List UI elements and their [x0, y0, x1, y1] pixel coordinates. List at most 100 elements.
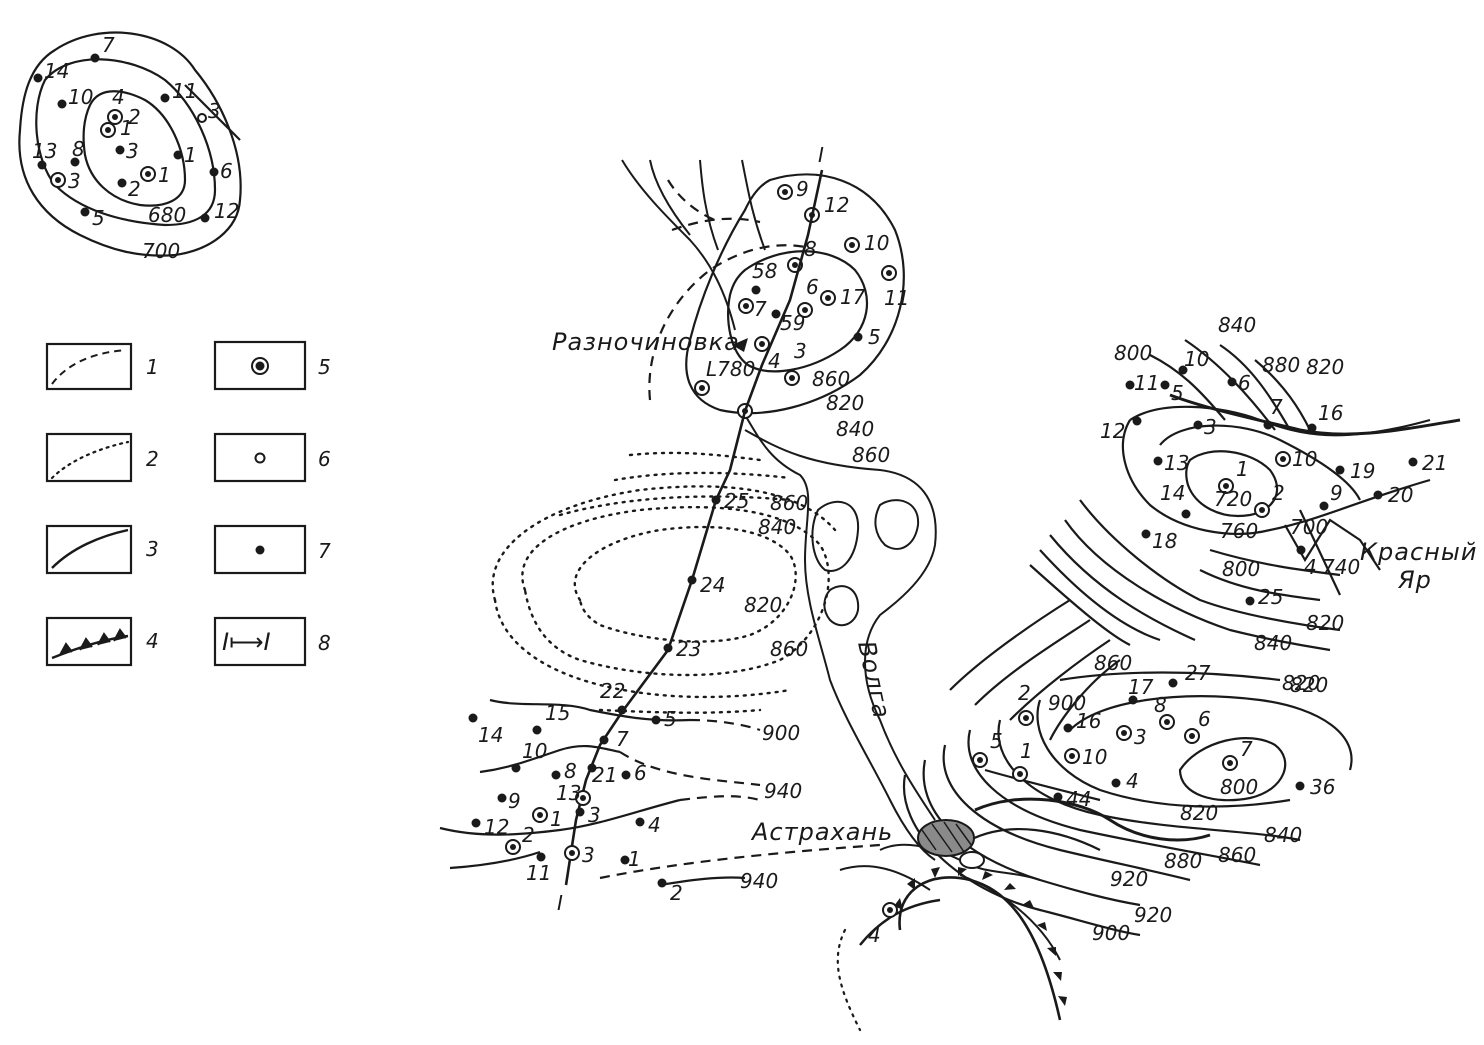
well-label: 12: [824, 193, 849, 217]
contour-line: [922, 759, 1141, 907]
contour-label: 700: [1290, 515, 1328, 539]
well-marker: [738, 298, 754, 314]
well-marker: [115, 145, 125, 155]
well-marker: [882, 902, 898, 918]
well-marker: [209, 167, 219, 177]
well-marker: [50, 172, 66, 188]
contour-label: 820: [1290, 673, 1328, 697]
well-marker: [620, 855, 630, 865]
well-label: 3: [588, 803, 601, 827]
well-label: 10: [1292, 447, 1317, 471]
contour-label: 860: [770, 637, 808, 661]
well-marker: [844, 237, 860, 253]
well-marker: [754, 336, 770, 352]
raznochinovka-settlement-icon: [732, 338, 748, 352]
well-marker: [687, 575, 697, 585]
legend-number: 5: [318, 355, 331, 379]
well-label: 3: [68, 169, 81, 193]
contour-line: [598, 708, 762, 714]
well-marker: [1296, 545, 1306, 555]
contour-line: [1049, 659, 1121, 741]
well-label: 13: [1164, 451, 1189, 475]
place-name-yar: Яр: [1397, 566, 1432, 594]
ringed-well-icon: [251, 357, 269, 375]
well-marker: [100, 122, 116, 138]
well-marker: [1222, 755, 1238, 771]
contour-line: [599, 843, 881, 880]
well-marker: [1319, 501, 1329, 511]
contour-line: [671, 217, 761, 232]
well-label: 9: [796, 177, 809, 201]
contour-label: 880: [1164, 849, 1202, 873]
open-circle-well-icon: [254, 452, 266, 464]
river-channel: [699, 159, 719, 251]
well-label: 5: [1171, 381, 1184, 405]
well-label: 5: [868, 325, 881, 349]
well-label: 7: [616, 727, 629, 751]
well-label: 2: [522, 823, 535, 847]
well-label: 21: [592, 763, 617, 787]
contour-line: [1079, 499, 1341, 632]
river-channel: [649, 159, 691, 236]
contour-line: [1178, 737, 1287, 802]
well-label: 19: [1350, 459, 1375, 483]
well-label: 1: [120, 116, 133, 140]
contour-label: 840: [1218, 313, 1256, 337]
well-marker: [1018, 710, 1034, 726]
well-label: 2: [1018, 681, 1031, 705]
dot-well-icon: [255, 545, 265, 555]
well-label: 36: [1310, 775, 1335, 799]
river-channel: [621, 159, 736, 331]
inset-fault-line: [184, 84, 241, 141]
north-structure: 9 12 8 10 11 58 6 17 7 59 4 3 5 L780 860…: [552, 173, 909, 467]
section-end-label: I: [557, 891, 563, 915]
well-marker: [621, 770, 631, 780]
well-label: 3: [126, 139, 139, 163]
well-label: 9: [508, 789, 521, 813]
contour-label: 820: [1306, 355, 1344, 379]
contour-line: [1039, 549, 1161, 642]
contour-label: 820: [1306, 611, 1344, 635]
volga-east-bank: [744, 429, 937, 821]
well-label: 44: [1066, 787, 1091, 811]
well-label: 1: [184, 143, 197, 167]
contour-label: 840: [758, 515, 796, 539]
well-label: 13: [556, 781, 581, 805]
well-label: 17: [840, 285, 866, 309]
well-marker: [1125, 380, 1135, 390]
contour-line: [974, 619, 1091, 706]
inset-contour-outer: [18, 31, 242, 257]
contour-line: [949, 599, 1071, 691]
solid-line-icon: [51, 528, 129, 569]
well-label: 4: [112, 85, 125, 109]
well-marker: [471, 818, 481, 828]
well-label: 16: [1318, 401, 1343, 425]
well-marker: [1168, 678, 1178, 688]
well-label: 7: [102, 33, 115, 57]
escarpment-line: [836, 867, 1067, 1032]
well-marker: [1245, 596, 1255, 606]
well-marker: [532, 725, 542, 735]
well-label: 14: [478, 723, 503, 747]
well-label: 18: [1152, 529, 1177, 553]
well-marker: [1263, 420, 1273, 430]
contour-line: [984, 768, 1101, 802]
inset-contour-inner: [82, 90, 187, 207]
well-marker: [1307, 423, 1317, 433]
contour-label: 900: [1092, 921, 1130, 945]
river-island: [874, 499, 920, 550]
well-label: 22: [600, 679, 625, 703]
well-marker: [599, 735, 609, 745]
well-marker: [1373, 490, 1383, 500]
well-marker: [1193, 420, 1203, 430]
well-label: 1: [1236, 457, 1249, 481]
contour-label: 940: [740, 869, 778, 893]
well-marker: [140, 166, 156, 182]
well-label: 4: [648, 813, 661, 837]
place-name-raznochinovka: Разночиновка: [552, 328, 740, 356]
legend-number: 8: [318, 631, 331, 655]
dotted-line-icon: [50, 440, 130, 480]
well-label: 3: [582, 843, 595, 867]
contour-line: [449, 850, 541, 870]
